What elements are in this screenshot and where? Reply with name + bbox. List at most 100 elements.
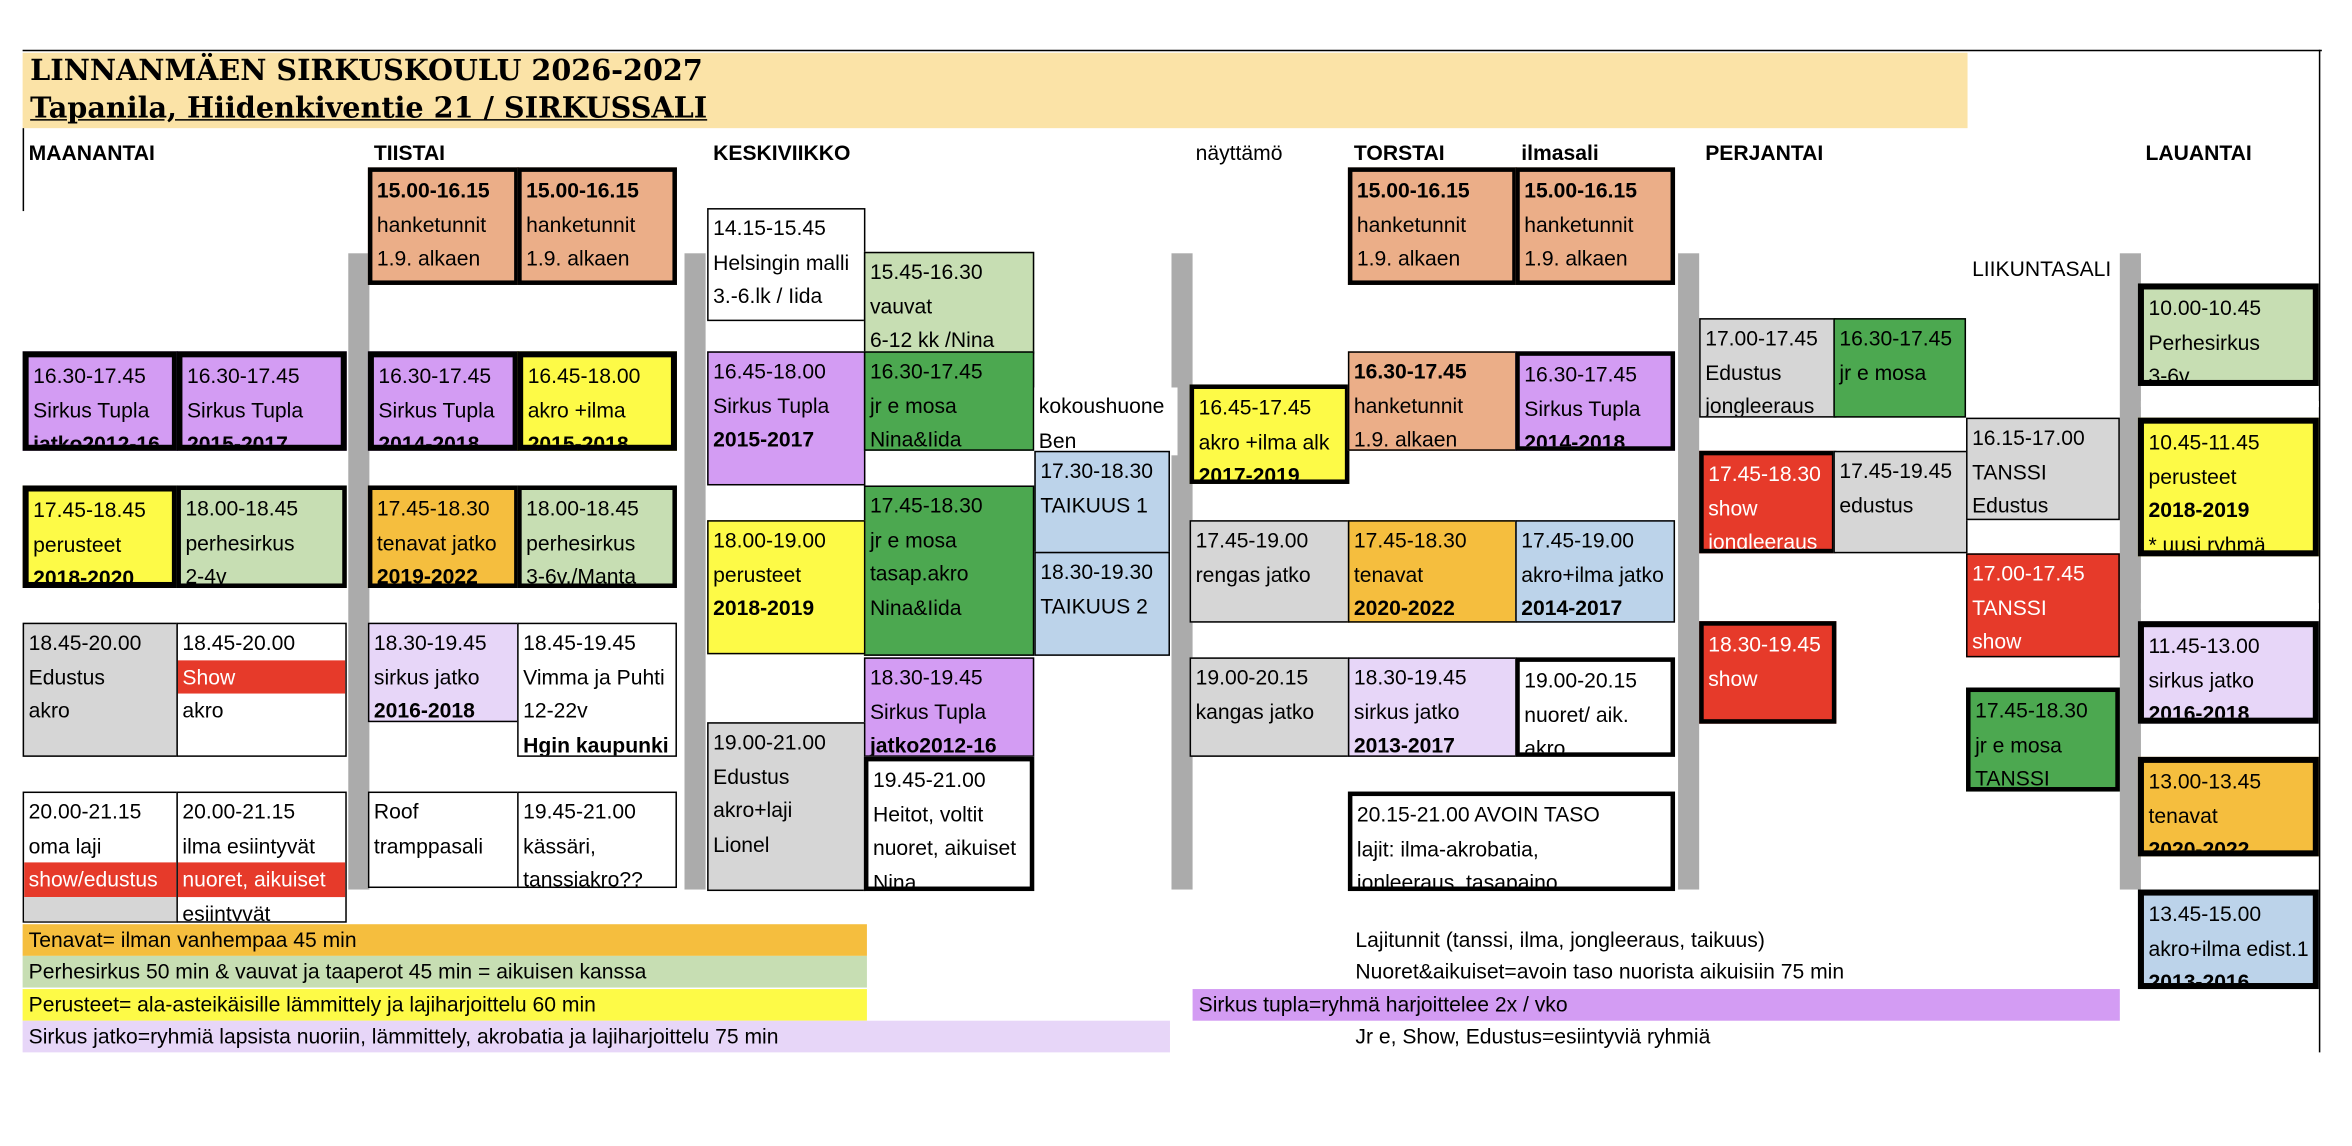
class-block-line: tenavat (1353, 561, 1424, 586)
legend-jatko: Sirkus jatko=ryhmiä lapsista nuoriin, lä… (22, 1020, 1170, 1053)
class-block-line: hanketunnit (376, 211, 487, 236)
class-block-line: 2018-2019 (2148, 497, 2250, 522)
class-block-line: 18.45-19.45 (523, 630, 636, 655)
class-block-line: 17.45-18.30 (1353, 527, 1467, 552)
class-block-line: 2-4v (185, 563, 227, 589)
class-block-line: nuoret, aikuiset (177, 862, 346, 897)
note-esiintyvat: Jr e, Show, Edustus=esiintyviä ryhmiä (1355, 1023, 1711, 1048)
class-block-line: 13.00-13.45 (2148, 768, 2262, 794)
class-block-line: 16.30-17.45 (378, 363, 492, 388)
day-header-wednesday: KESKIVIIKKO (713, 140, 851, 165)
room-header-stage: näyttämö (1195, 140, 1283, 165)
class-block-line: 3-6v (2148, 363, 2190, 386)
class-block-line: 1.9. alkaen (1353, 426, 1458, 451)
note-nuoret: Nuoret&aikuiset=avoin taso nuorista aiku… (1355, 958, 1845, 984)
class-block-line: edustus (1839, 492, 1914, 517)
class-block-line: jatko2012-16 (33, 431, 160, 451)
class-block-line: 2015-2017 (186, 431, 288, 451)
class-block-line: 16.45-18.00 (527, 363, 641, 388)
class-block-line: tramppasali (373, 833, 484, 858)
separator-tue-wed (684, 253, 706, 890)
class-block-line: 3.-6.lk / Iida (713, 283, 823, 308)
class-block-line: 2020-2022 (1353, 595, 1455, 620)
class-block-line: 16.15-17.00 (1972, 425, 2085, 450)
class-block-line: 2016-2018 (373, 698, 475, 723)
note-lajitunnit: Lajitunnit (tanssi, ilma, jongleeraus, t… (1355, 927, 1765, 952)
class-block-line: akro +ilma alk (1198, 428, 1330, 454)
class-block-line: Sirkus Tupla (186, 397, 304, 422)
class-block-line: show/edustus (24, 862, 177, 897)
class-block-line: show (1972, 628, 2022, 653)
page-title: LINNANMÄEN SIRKUSKOULU 2026-2027 (30, 54, 703, 88)
class-block-line: 19.45-21.00 (523, 799, 636, 824)
class-block-line: 18.45-20.00 (182, 630, 296, 655)
class-block-line: ilma esiintyvät (182, 833, 315, 858)
class-block-line: 6-12 kk /Nina (869, 327, 995, 352)
class-block-line: 16.30-17.45 (869, 358, 983, 383)
class-block-line: tanssiakro?? (523, 866, 643, 889)
class-block-line: 16.45-17.45 (1198, 395, 1312, 420)
class-block-line: Hgin kaupunki (523, 731, 669, 757)
class-block-line: 19.00-20.15 (1524, 667, 1637, 693)
legend-perhesirkus: Perhesirkus 50 min & vauvat ja taaperot … (22, 955, 867, 988)
class-block-line: 1.9. alkaen (1524, 245, 1628, 270)
class-block-line: 16.30-17.45 (33, 363, 146, 388)
class-block-line: 18.30-19.45 (1708, 631, 1821, 656)
class-block-line: 2013-2016 (2148, 969, 2250, 990)
class-block-line: 10.00-10.45 (2148, 295, 2262, 320)
class-block-line: 10.45-11.45 (2148, 429, 2260, 454)
class-block-line: Vimma ja Puhti (523, 664, 665, 689)
class-block-line: TAIKUUS 1 (1040, 492, 1148, 517)
class-block-line: 20.00-21.15 (182, 799, 296, 824)
class-block-line: Perhesirkus (2148, 329, 2260, 354)
class-block-line: 2016-2018 (2148, 701, 2250, 724)
class-block-line: esiintyvät (182, 900, 271, 923)
class-block-line: 2017-2019 (1198, 462, 1300, 484)
class-block-line: 12-22v (523, 698, 588, 723)
class-block-line: hanketunnit (526, 211, 636, 236)
day-header-monday: MAANANTAI (28, 140, 155, 165)
room-header-sports-hall: LIIKUNTASALI (1972, 256, 2112, 281)
class-block-line: hanketunnit (1356, 211, 1467, 236)
class-block-line: Lionel (713, 831, 770, 856)
class-block-line: 3-6v./Manta (526, 563, 637, 589)
class-block-line: 17.45-18.30 (869, 493, 983, 518)
class-block-line: 2020-2022 (2148, 836, 2250, 857)
class-block-line: akro (28, 698, 70, 723)
class-block-line: TANSSI (1975, 765, 2050, 791)
class-block-line: 18.30-19.45 (1353, 664, 1467, 690)
class-block-line: 17.45-19.00 (1521, 527, 1634, 552)
class-block-line: 16.30-17.45 (1839, 325, 1953, 350)
class-block-line: 15.00-16.15 (1356, 177, 1470, 203)
class-block-thu-2015: 20.15-21.00 AVOIN TASO lajit: ilma-akroba… (1347, 791, 1676, 892)
class-block-line: Nina (872, 869, 917, 892)
class-block-line: 20.15-21.00 AVOIN TASO (1356, 802, 1600, 827)
class-block-line: 15.00-16.15 (1524, 177, 1637, 203)
class-block-line: 15.45-16.30 (869, 259, 983, 284)
right-border (2318, 49, 2321, 1053)
class-block-line: lajit: ilma-akrobatia, (1356, 836, 1539, 861)
class-block-line: nuoret, aikuiset (872, 835, 1017, 860)
class-block-line: 2014-2017 (1521, 595, 1623, 620)
class-block-line: 18.30-19.45 (869, 664, 983, 690)
class-block-line: akro (1524, 735, 1566, 757)
class-block-line: Helsingin malli (713, 249, 850, 274)
class-block-line: jatko2012-16 (869, 732, 997, 757)
